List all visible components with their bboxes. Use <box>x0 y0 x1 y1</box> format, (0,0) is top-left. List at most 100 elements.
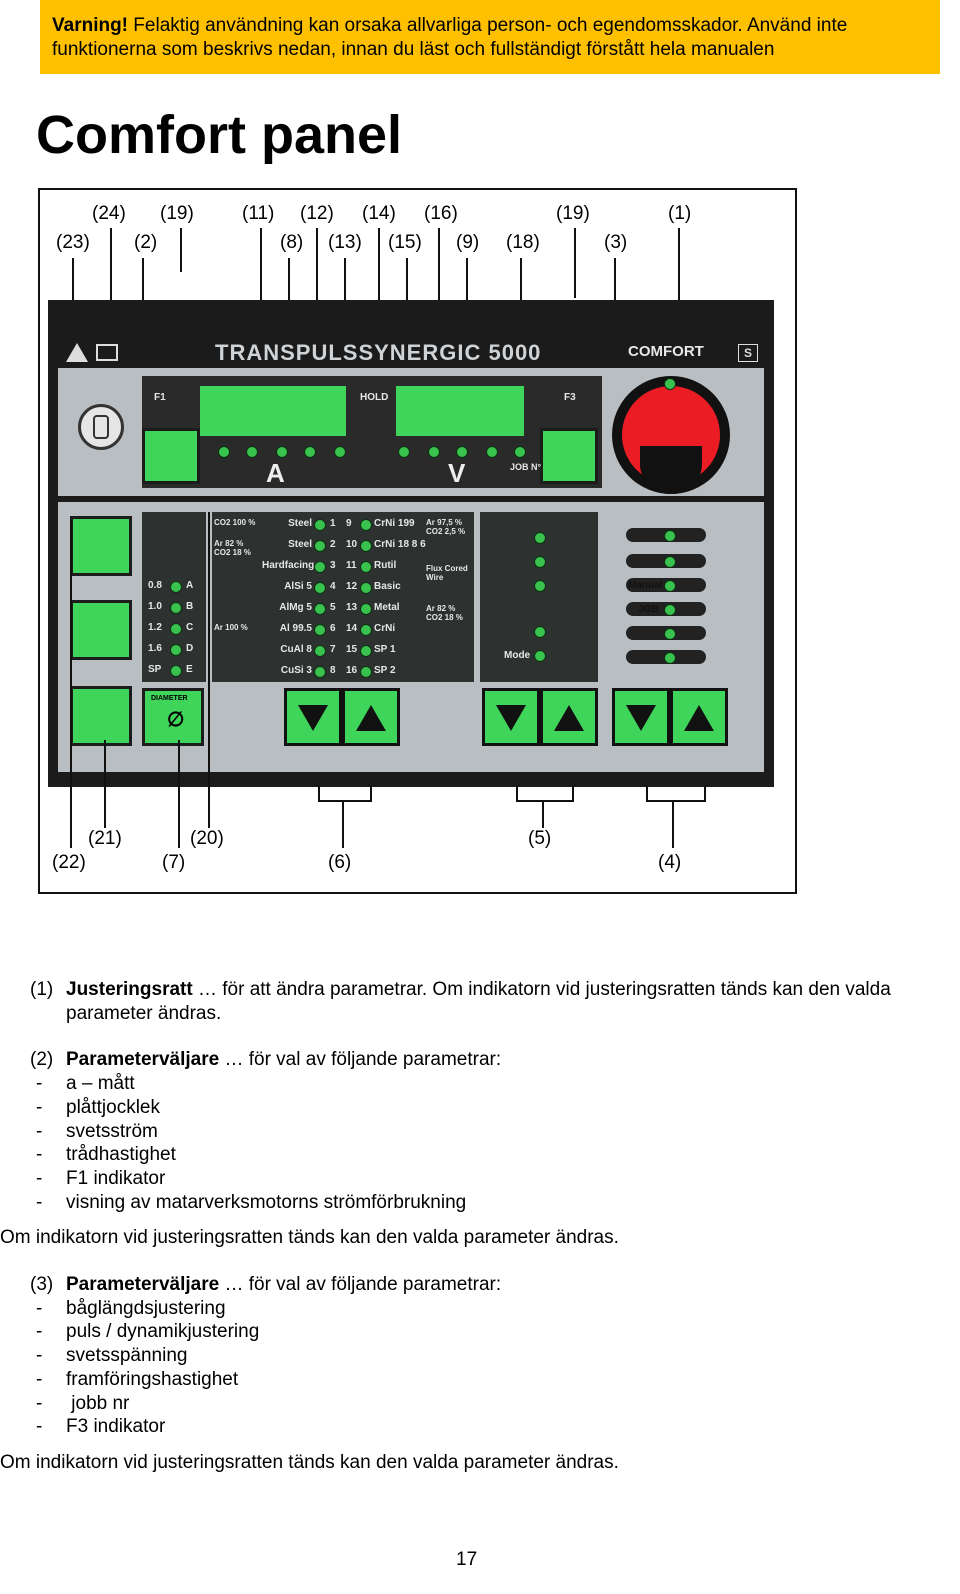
item-3-body: Parameterväljare … för val av följande p… <box>66 1273 501 1297</box>
param-selector-right-button[interactable] <box>540 428 598 484</box>
material-number: 2 <box>330 539 336 550</box>
gas-label: Ar 82 % CO2 18 % <box>214 539 251 557</box>
diameter-symbol: ∅ <box>167 709 185 731</box>
lcd-right <box>396 386 524 436</box>
material-led <box>360 624 372 636</box>
item-1-rest: … för att ändra parametrar. Om indikator… <box>66 979 891 1024</box>
list-item-text: plåttjocklek <box>66 1096 160 1118</box>
list-dash: - <box>36 1321 43 1343</box>
callout-14: (14) <box>362 203 396 224</box>
list-item-text: framföringshastighet <box>66 1368 239 1390</box>
item-3-list: -båglängdsjustering-puls / dynamikjuster… <box>30 1297 940 1439</box>
led-arc <box>398 446 410 458</box>
material-led <box>360 519 372 531</box>
gas-test-button[interactable] <box>70 516 132 576</box>
diameter-led <box>170 644 182 656</box>
led-sheet <box>246 446 258 458</box>
param-up-button-5[interactable] <box>540 688 598 746</box>
power-switch[interactable] <box>78 404 124 450</box>
material-led <box>314 666 326 678</box>
material-number: 8 <box>330 665 336 676</box>
material-name: Al 99.5 <box>279 623 312 634</box>
process-led <box>664 556 676 568</box>
material-number: 13 <box>346 602 358 613</box>
list-item: -F1 indikator <box>30 1167 940 1191</box>
list-dash: - <box>36 1191 43 1213</box>
led-voltage <box>456 446 468 458</box>
diameter-button[interactable]: DIAMETER ∅ <box>142 688 204 746</box>
volt-symbol: V <box>448 458 466 488</box>
wire-thread-button[interactable] <box>70 600 132 660</box>
list-item: - visning av matarverksmotorns strömförbr… <box>30 1191 940 1215</box>
callout-15: (15) <box>388 232 422 253</box>
material-led <box>360 540 372 552</box>
material-number: 12 <box>346 581 358 592</box>
material-led <box>314 561 326 573</box>
leader-4 <box>672 800 674 848</box>
param-up-button-4[interactable] <box>670 688 728 746</box>
param-down-button-4[interactable] <box>612 688 670 746</box>
diameter-letter: A <box>186 580 194 591</box>
manual-label: Manual <box>628 580 663 591</box>
diameter-letter: C <box>186 622 194 633</box>
callout-9: (9) <box>456 232 480 253</box>
material-number: 5 <box>330 602 336 613</box>
led-speed <box>486 446 498 458</box>
material-number: 10 <box>346 539 358 550</box>
diameter-led <box>170 602 182 614</box>
list-item: -plåttjocklek <box>30 1096 940 1120</box>
diameter-value: SP <box>148 664 162 675</box>
param-up-button-6[interactable] <box>342 688 400 746</box>
material-number: 9 <box>346 518 352 529</box>
led-current <box>276 446 288 458</box>
store-button[interactable] <box>70 686 132 746</box>
description-text: (1) Justeringsratt … för att ändra param… <box>0 978 940 1475</box>
process-led <box>664 530 676 542</box>
material-name: CrNi 199 <box>374 518 415 529</box>
warning-banner: Varning! Felaktig användning kan orsaka … <box>40 0 940 74</box>
f1-label: F1 <box>154 392 166 403</box>
led-points <box>534 626 546 638</box>
callout-5: (5) <box>528 828 552 849</box>
item-3-name: Parameterväljare <box>66 1274 220 1296</box>
diameter-value: 0.8 <box>148 580 162 591</box>
list-item-text: F1 indikator <box>66 1167 166 1189</box>
leader-21 <box>104 740 106 828</box>
lcd-left <box>200 386 346 436</box>
material-led <box>360 645 372 657</box>
param-down-button-6[interactable] <box>284 688 342 746</box>
led-mode <box>534 650 546 662</box>
process-led <box>664 652 676 664</box>
material-number: 15 <box>346 644 358 655</box>
item-1: (1) Justeringsratt … för att ändra param… <box>30 978 940 1025</box>
item-2-list: -a – mått-plåttjocklek-svetsström-trådha… <box>30 1072 940 1214</box>
material-name: AlSi 5 <box>284 581 312 592</box>
material-number: 1 <box>330 518 336 529</box>
list-item-text: trådhastighet <box>66 1144 176 1166</box>
material-name: CrNi <box>374 623 396 634</box>
list-item: -F3 indikator <box>30 1415 940 1439</box>
list-dash: - <box>36 1416 43 1438</box>
diameter-button-label: DIAMETER <box>151 695 188 702</box>
param-selector-left-button[interactable] <box>142 428 200 484</box>
callout-11: (11) <box>242 203 275 224</box>
diameter-value: 1.0 <box>148 601 162 612</box>
list-item-text: visning av matarverksmotorns strömförbru… <box>66 1191 467 1213</box>
gas-label: Ar 82 % CO2 18 % <box>426 604 463 622</box>
param-down-button-5[interactable] <box>482 688 540 746</box>
callout-19a: (19) <box>160 203 194 224</box>
list-item-text: puls / dynamikjustering <box>66 1321 260 1343</box>
f3-label: F3 <box>564 392 576 403</box>
material-name: AlMg 5 <box>279 602 312 613</box>
item-1-body: Justeringsratt … för att ändra parametra… <box>66 978 940 1025</box>
diameter-letter: E <box>186 664 193 675</box>
material-led <box>314 624 326 636</box>
material-name: CuSi 3 <box>280 665 312 676</box>
callout-13: (13) <box>328 232 362 253</box>
diameter-letter: B <box>186 601 194 612</box>
gas-label: Ar 100 % <box>214 623 248 632</box>
leader-19b <box>574 228 576 298</box>
material-name: SP 2 <box>374 665 396 676</box>
list-dash: - <box>36 1368 43 1390</box>
hold-label: HOLD <box>360 392 389 403</box>
